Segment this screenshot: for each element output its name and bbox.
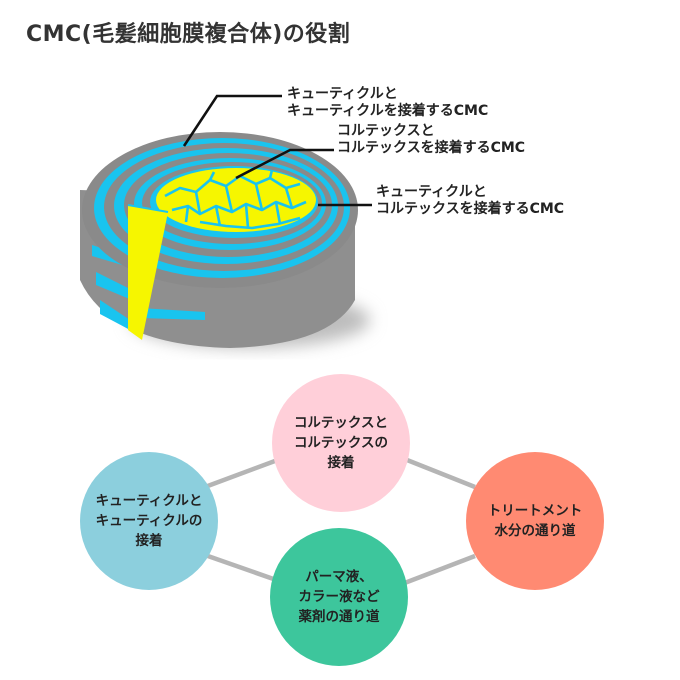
role-text: カラー液など [298, 589, 380, 605]
callout-line: コルテックスと [337, 123, 435, 139]
cortex-wedge [128, 205, 168, 340]
hair-cross-section [80, 94, 372, 348]
page-title: CMC(毛髪細胞膜複合体)の役割 [26, 22, 351, 47]
role-text: 接着 [135, 533, 163, 549]
role-text: コルテックスと [293, 415, 389, 431]
callout-line: キューティクルと [376, 184, 487, 200]
callout-cortex-cortex: コルテックスと コルテックスを接着するCMC [337, 123, 525, 157]
callout-cuticle-cuticle: キューティクルと キューティクルを接着するCMC [287, 86, 488, 120]
callout-line: コルテックスを接着するCMC [376, 201, 565, 217]
role-text: キューティクルの [95, 513, 203, 529]
role-text: キューティクルと [95, 493, 203, 509]
role-text: 薬剤の通り道 [298, 609, 380, 625]
role-text: コルテックスの [293, 435, 389, 451]
role-chemical-path: パーマ液、 カラー液など 薬剤の通り道 [270, 528, 408, 666]
callout-line: コルテックスを接着するCMC [337, 140, 526, 156]
role-text: 接着 [327, 455, 355, 471]
role-cuticle-adhesion: キューティクルと キューティクルの 接着 [80, 452, 218, 590]
role-text: パーマ液、 [305, 569, 373, 585]
role-treatment-water-path: トリートメント 水分の通り道 [466, 452, 604, 590]
callout-lines [182, 94, 372, 207]
cortex-core [156, 168, 316, 232]
cmc-cracks [164, 169, 307, 230]
callout-cuticle-cortex: キューティクルと コルテックスを接着するCMC [376, 184, 564, 218]
role-text: 水分の通り道 [494, 523, 576, 539]
role-text: トリートメント [487, 503, 583, 519]
callout-line: キューティクルを接着するCMC [287, 103, 489, 119]
role-cortex-adhesion: コルテックスと コルテックスの 接着 [272, 374, 410, 512]
callout-line: キューティクルと [287, 86, 398, 102]
